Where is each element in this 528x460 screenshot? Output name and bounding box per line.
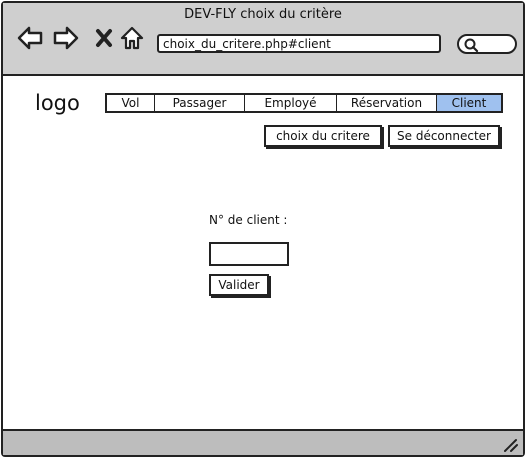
search-icon xyxy=(464,38,479,52)
tab-vol[interactable]: Vol xyxy=(107,95,155,111)
status-bar xyxy=(3,429,523,455)
close-icon[interactable] xyxy=(91,25,117,51)
arrow-left-icon[interactable] xyxy=(17,25,43,51)
tab-reservation[interactable]: Réservation xyxy=(337,95,437,111)
client-number-label: N° de client : xyxy=(209,213,288,227)
choix-du-critere-button[interactable]: choix du critere xyxy=(264,125,382,147)
tab-employe[interactable]: Employé xyxy=(245,95,337,111)
home-icon[interactable] xyxy=(119,25,145,51)
tab-passager[interactable]: Passager xyxy=(155,95,245,111)
window-title: DEV-FLY choix du critère xyxy=(184,7,342,22)
logout-button[interactable]: Se déconnecter xyxy=(388,125,500,147)
logo: logo xyxy=(35,91,80,115)
search-box[interactable] xyxy=(457,34,517,54)
address-bar[interactable]: choix_du_critere.php#client xyxy=(157,34,441,53)
client-number-input[interactable] xyxy=(209,242,289,266)
arrow-right-icon[interactable] xyxy=(53,25,79,51)
resize-grip-icon[interactable] xyxy=(503,438,519,452)
main-nav-tabs: Vol Passager Employé Réservation Client xyxy=(105,93,503,113)
validate-button[interactable]: Valider xyxy=(209,274,269,296)
browser-toolbar: DEV-FLY choix du critère choix_du_criter… xyxy=(3,3,523,76)
tab-client[interactable]: Client xyxy=(437,95,501,111)
